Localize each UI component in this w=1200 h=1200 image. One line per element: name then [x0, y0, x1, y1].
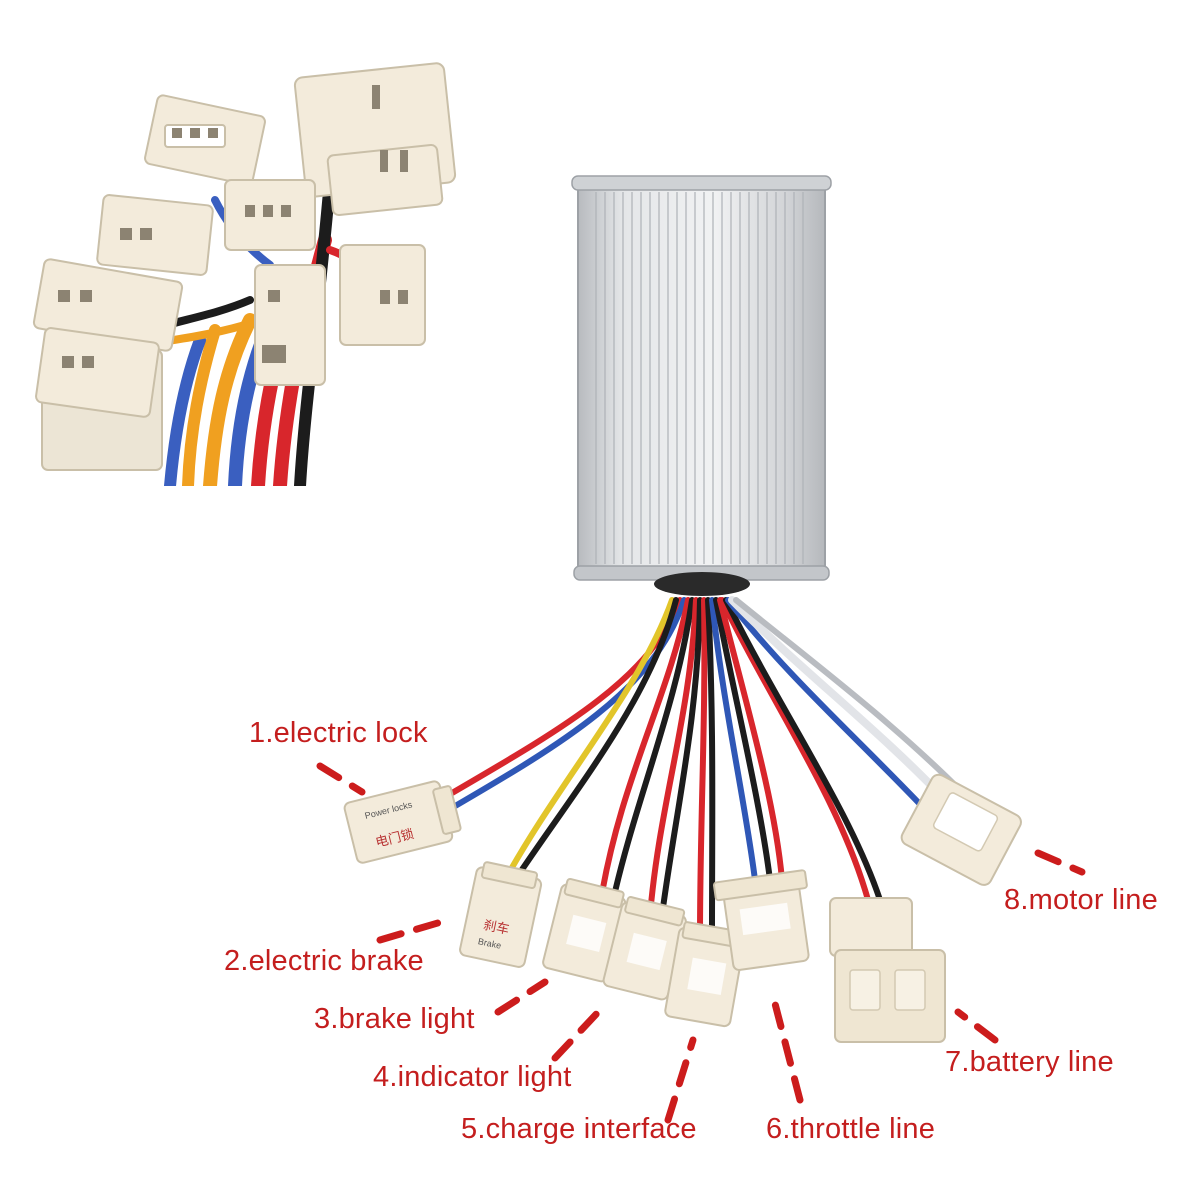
- label-throttle-line: 6.throttle line: [766, 1113, 936, 1145]
- label-electric-lock: 1.electric lock: [249, 717, 428, 749]
- controller-housing: [571, 175, 832, 596]
- label-brake-light: 3.brake light: [314, 1003, 475, 1035]
- wire-harness: [437, 596, 965, 938]
- leader-brake-light: [494, 978, 549, 1016]
- leader-electric-brake: [376, 916, 452, 944]
- inset-connector-pins: [58, 85, 408, 368]
- leader-indicator-light: [551, 1004, 606, 1062]
- connector-charge-interface: [664, 921, 746, 1028]
- label-electric-brake: 2.electric brake: [224, 945, 424, 977]
- inset-connectors: [32, 62, 457, 471]
- connector-brake-light: [542, 877, 627, 983]
- leader-battery-line: [954, 1008, 999, 1044]
- leader-motor-line: [1034, 849, 1086, 876]
- label-charge-interface: 5.charge interface: [461, 1113, 697, 1145]
- leader-dashes: [316, 762, 1086, 1124]
- leader-charge-interface: [664, 1036, 697, 1124]
- connector-throttle: [713, 869, 810, 971]
- connector-motor: [900, 773, 1022, 886]
- connector-indicator-light: [602, 896, 687, 1001]
- connector-closeup-inset: [0, 0, 488, 486]
- connector-electric-brake: 刹车 Brake: [459, 861, 543, 968]
- connector-battery: [829, 897, 946, 1043]
- connector-tag-brake-cn: 刹车: [482, 917, 511, 937]
- heatsink-fins: [595, 192, 804, 564]
- connector-tag-brake-en: Brake: [477, 936, 502, 951]
- label-battery-line: 7.battery line: [945, 1046, 1114, 1078]
- leader-electric-lock: [316, 762, 366, 796]
- connector-electric-lock: 电门锁 Power locks: [343, 780, 462, 864]
- leader-throttle-line: [768, 988, 804, 1104]
- label-indicator-light: 4.indicator light: [373, 1061, 572, 1093]
- label-motor-line: 8.motor line: [1004, 884, 1158, 916]
